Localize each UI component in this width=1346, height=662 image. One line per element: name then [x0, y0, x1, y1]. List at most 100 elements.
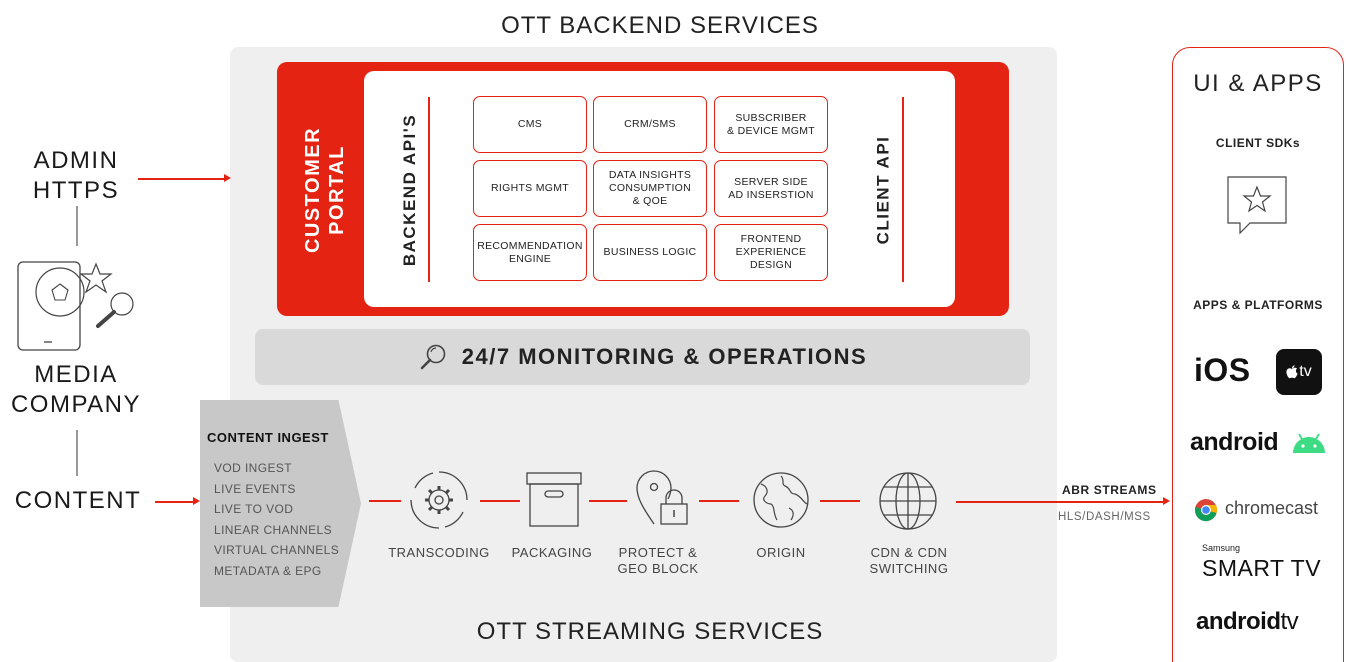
api-box: CMS: [473, 96, 587, 153]
api-box-line: RECOMMENDATION: [477, 239, 583, 252]
android-logo: android: [1190, 428, 1279, 456]
earth-icon: [753, 472, 809, 528]
step-label-line1: PACKAGING: [511, 545, 593, 560]
api-box-line: & QOE: [632, 195, 668, 207]
ingest-list: VOD INGEST LIVE EVENTS LIVE TO VOD LINEAR C…: [214, 458, 339, 581]
ui-apps-title: UI & APPS: [1193, 70, 1323, 97]
streaming-title: OTT STREAMING SERVICES: [476, 618, 824, 645]
apple-tv-logo: tv: [1276, 349, 1322, 395]
pipeline-step-label: PACKAGING: [492, 545, 612, 561]
step-label-line1: CDN & CDN: [870, 545, 948, 560]
android-tv-bold: android: [1196, 608, 1281, 635]
abr-streams-label: ABR STREAMS: [1062, 483, 1157, 497]
customer-portal-label: CUSTOMER PORTAL: [290, 127, 360, 253]
api-box: RIGHTS MGMT: [473, 160, 587, 217]
backend-title: OTT BACKEND SERVICES: [501, 12, 819, 39]
chrome-icon: [1194, 499, 1218, 522]
content-ingest-title: CONTENT INGEST: [207, 430, 329, 445]
step-label-line2: SWITCHING: [869, 561, 949, 576]
ingest-item: VOD INGEST: [214, 461, 293, 475]
connector: [369, 500, 401, 502]
client-sdks-label: CLIENT SDKs: [1215, 136, 1301, 150]
apps-platforms-label: APPS & PLATFORMS: [1193, 298, 1323, 312]
abr-arrow: [956, 501, 1164, 503]
customer-portal-line2: PORTAL: [326, 145, 348, 235]
backend-apis-divider: [428, 97, 430, 282]
android-tv-light: tv: [1280, 608, 1299, 635]
step-label-line1: PROTECT &: [618, 545, 698, 560]
api-box-line: DATA INSIGHTS: [608, 169, 692, 181]
pipeline-step-label: PROTECT &GEO BLOCK: [598, 545, 718, 577]
pipeline-step-label: ORIGIN: [721, 545, 841, 561]
connector: [589, 500, 627, 502]
content-arrowhead: [193, 497, 200, 505]
content-label: CONTENT: [14, 487, 142, 514]
api-box-line: & DEVICE MGMT: [727, 124, 815, 137]
content-arrow: [155, 501, 193, 503]
admin-arrow: [138, 178, 224, 180]
sdk-star-icon: [1227, 176, 1287, 235]
api-box-line: AD INSERSTION: [728, 188, 814, 201]
backend-api-card: [364, 71, 955, 307]
ios-logo: iOS: [1194, 352, 1251, 388]
api-box-line: SERVER SIDE: [734, 175, 808, 188]
monitoring-bar: 24/7 MONITORING & OPERATIONS: [255, 329, 1030, 385]
api-box-line: CONSUMPTION: [608, 182, 692, 194]
formats-label: HLS/DASH/MSS: [1058, 511, 1151, 523]
monitoring-label: 24/7 MONITORING & OPERATIONS: [461, 344, 868, 369]
pipeline-step-label: TRANSCODING: [379, 545, 499, 561]
https-line: HTTPS: [32, 177, 120, 204]
client-api-divider: [902, 97, 904, 282]
connector: [480, 500, 520, 502]
backend-apis-label: BACKEND API'S: [400, 113, 419, 267]
android-robot-icon: [1293, 433, 1325, 453]
tablet-media-icon: [17, 261, 134, 351]
company-line: COMPANY: [10, 391, 142, 418]
content-ingest-panel: [200, 400, 361, 607]
vertical-connector: [76, 206, 78, 246]
api-box: CRM/SMS: [593, 96, 707, 153]
client-api-label: CLIENT API: [873, 135, 893, 245]
admin-https-label: ADMIN HTTPS: [12, 146, 140, 206]
api-box: BUSINESS LOGIC: [593, 224, 707, 281]
ingest-item: LIVE TO VOD: [214, 502, 294, 516]
magnifier-icon: [420, 344, 446, 370]
api-box-line: ENGINE: [508, 252, 552, 265]
connector: [820, 500, 860, 502]
step-label-line2: GEO BLOCK: [617, 561, 699, 576]
android-tv-logo: androidtv: [1196, 608, 1299, 636]
ingest-item: METADATA & EPG: [214, 563, 322, 578]
admin-arrowhead: [224, 174, 231, 182]
globe-grid-icon: [879, 472, 937, 530]
admin-line: ADMIN: [33, 147, 119, 174]
vertical-connector: [76, 430, 78, 476]
samsung-label: Samsung: [1202, 543, 1241, 553]
api-box-line: CRM/SMS: [624, 118, 676, 130]
media-line: MEDIA: [34, 361, 118, 388]
abr-arrowhead: [1163, 497, 1170, 505]
api-box-line: CMS: [517, 118, 543, 130]
ingest-item: VIRTUAL CHANNELS: [214, 543, 340, 557]
ingest-item: LINEAR CHANNELS: [214, 522, 333, 537]
api-box-line: EXPERIENCE: [735, 246, 807, 258]
api-box-line: SUBSCRIBER: [735, 111, 807, 124]
api-box-line: FRONTEND: [740, 233, 802, 245]
ingest-item: LIVE EVENTS: [214, 481, 296, 496]
step-label-line1: ORIGIN: [756, 545, 806, 560]
media-company-label: MEDIA COMPANY: [6, 360, 146, 420]
pin-lock-icon: [636, 470, 688, 525]
api-box: SUBSCRIBER& DEVICE MGMT: [714, 96, 828, 153]
apple-tv-text: tv: [1299, 363, 1312, 380]
api-box-line: RIGHTS MGMT: [491, 182, 569, 194]
apple-icon: [1286, 365, 1298, 379]
smart-tv-logo: SMART TV: [1202, 555, 1322, 581]
customer-portal-line1: CUSTOMER: [302, 126, 324, 254]
box-icon: [526, 472, 582, 527]
api-box-line: DESIGN: [749, 259, 793, 271]
api-box-line: BUSINESS LOGIC: [603, 246, 697, 258]
